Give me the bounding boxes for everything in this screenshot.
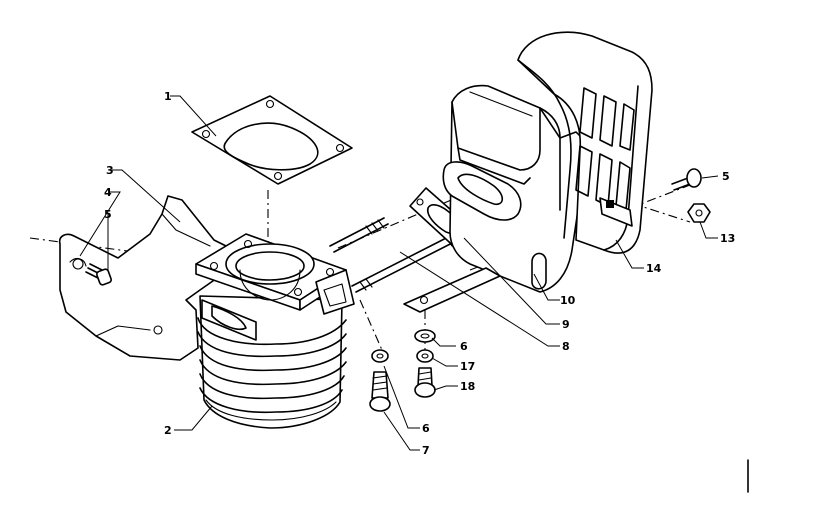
bracket-screw (85, 263, 112, 286)
callout-5: 5 (722, 170, 730, 183)
bolt-left (369, 371, 391, 412)
callout-8: 8 (562, 340, 570, 353)
callout-9: 9 (562, 318, 570, 331)
bolt-right (414, 367, 436, 398)
muffler-cover (517, 31, 653, 254)
callout-7: 7 (422, 444, 430, 457)
callout-6: 6 (460, 340, 468, 353)
callout-18: 18 (460, 380, 475, 393)
heat-shield-bracket (58, 195, 241, 361)
cylinder (195, 233, 355, 429)
callout-17: 17 (460, 360, 475, 373)
cover-screw (671, 168, 702, 191)
callout-10: 10 (560, 294, 576, 307)
muffler-studs (329, 217, 463, 293)
callout-2: 2 (164, 424, 172, 437)
callout-3: 3 (106, 164, 114, 177)
cylinder-gasket (191, 95, 353, 185)
callout-13: 13 (720, 232, 735, 245)
callout-4: 4 (104, 186, 112, 199)
callout-1: 1 (164, 90, 172, 103)
cover-nut (687, 203, 711, 223)
callout-6: 6 (422, 422, 430, 435)
lock-washer (416, 349, 434, 363)
callout-labels: 1 2 3 4 5 5 6 6 7 8 9 10 13 14 17 18 (104, 90, 735, 457)
muffler (403, 84, 587, 313)
callout-5: 5 (104, 208, 112, 221)
leader-lines (79, 95, 719, 451)
washer-right (414, 329, 436, 343)
callout-14: 14 (646, 262, 662, 275)
washer-left (371, 349, 389, 363)
